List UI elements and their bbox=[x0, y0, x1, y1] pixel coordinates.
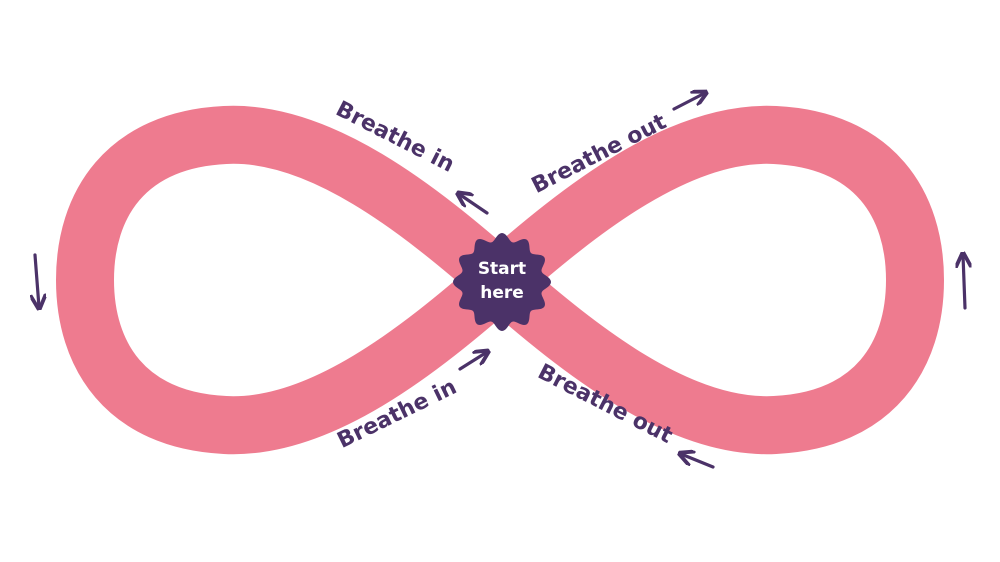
start-here-line1: Start bbox=[478, 259, 526, 279]
arrow-icon bbox=[459, 194, 489, 215]
arrow-icon bbox=[963, 255, 965, 310]
arrow-icon bbox=[672, 93, 705, 111]
arrow-icon bbox=[35, 253, 39, 307]
arrow-icon bbox=[681, 454, 715, 469]
scalloped-badge bbox=[453, 233, 551, 331]
arrow-icon bbox=[458, 352, 487, 371]
start-badge: Start here bbox=[453, 233, 551, 331]
start-here-line2: here bbox=[480, 283, 524, 303]
